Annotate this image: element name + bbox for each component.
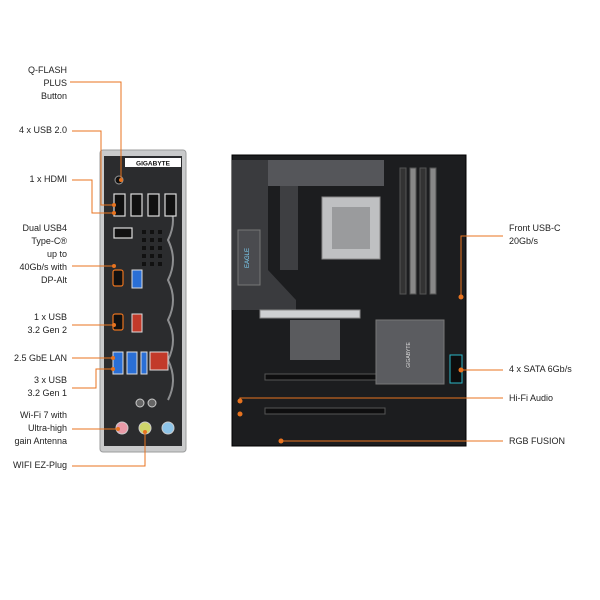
io-brand-text: GIGABYTE — [136, 161, 171, 168]
usb32-gen1-port — [112, 351, 124, 375]
label-hifi: Hi-Fi Audio — [509, 393, 554, 403]
usb32-port — [131, 313, 143, 333]
usb4-port — [112, 269, 124, 287]
mic-jack — [115, 421, 129, 435]
motherboard: EAGLE GIGABYTE — [231, 154, 467, 447]
lan-port — [149, 351, 169, 371]
usb32-gen1-port — [126, 351, 138, 375]
label-sata: 4 x SATA 6Gb/s — [509, 364, 572, 374]
label-lan: 2.5 GbE LAN — [13, 353, 67, 363]
antenna-connector — [147, 398, 157, 408]
line-in-jack — [161, 421, 175, 435]
usb4-port — [112, 313, 124, 331]
label-usb20: 4 x USB 2.0 — [18, 125, 67, 135]
callout-lines — [70, 81, 503, 467]
label-ezplug: WIFI EZ-Plug — [12, 460, 67, 470]
usb32-gen2-port — [131, 269, 143, 289]
antenna-connector — [135, 398, 145, 408]
chipset-brand: GIGABYTE — [406, 342, 412, 368]
usb2-port — [130, 193, 143, 217]
usb2-port — [147, 193, 160, 217]
heatsink-label: EAGLE — [245, 248, 251, 268]
hdmi-port — [113, 227, 133, 239]
usb2-port — [164, 193, 177, 217]
label-hdmi: 1 x HDMI — [29, 174, 67, 184]
label-rgb: RGB FUSION — [509, 436, 566, 446]
io-shield: GIGABYTE — [99, 149, 187, 453]
usb32-gen1-port — [140, 351, 148, 375]
